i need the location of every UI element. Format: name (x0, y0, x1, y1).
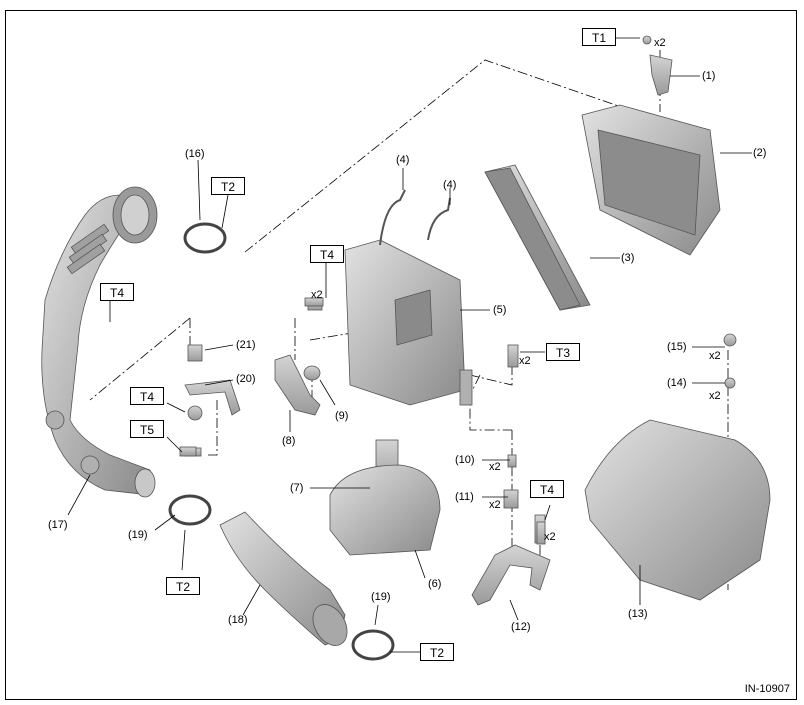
callout-18: (18) (228, 614, 248, 626)
callout-6: (6) (428, 578, 442, 590)
sensor-1 (642, 35, 673, 96)
diagram-code: IN-10907 (744, 683, 790, 695)
bracket-8-9 (274, 299, 323, 416)
air-duct-17 (41, 186, 158, 498)
torque-box-t4-left-lower: T4 (130, 387, 164, 405)
callout-11: (11) (455, 491, 474, 503)
qty-14: x2 (709, 390, 721, 402)
bolt-t4-top (179, 297, 546, 545)
torque-box-t5: T5 (130, 420, 164, 438)
fasteners-14-15 (723, 333, 737, 389)
torque-box-t2-bottom: T2 (420, 643, 454, 661)
callout-4a: (4) (396, 154, 410, 166)
callout-17: (17) (48, 519, 68, 531)
callout-9: (9) (335, 410, 349, 422)
hose-clamps (168, 222, 395, 661)
callout-19b: (19) (371, 591, 391, 603)
air-cleaner-case-5 (344, 239, 473, 406)
callout-8: (8) (282, 435, 296, 447)
callout-5: (5) (493, 304, 507, 316)
air-cleaner-cover-2 (581, 104, 721, 256)
leader-lines (67, 37, 752, 653)
callout-20: (20) (236, 373, 256, 385)
air-filter-3 (484, 164, 591, 311)
torque-box-t2-top: T2 (211, 177, 245, 195)
qty-t4-bracket: x2 (544, 531, 556, 543)
qty-15: x2 (709, 350, 721, 362)
callout-7: (7) (290, 482, 304, 494)
resonator-6-7 (329, 439, 441, 556)
callout-12: (12) (511, 621, 531, 633)
callout-13: (13) (628, 608, 648, 620)
bracket-20-21 (184, 344, 241, 457)
undercover-13 (584, 419, 771, 601)
callout-21: (21) (236, 339, 256, 351)
bracket-10-11-12 (471, 344, 551, 606)
qty-1: x2 (654, 37, 666, 49)
callout-1: (1) (702, 70, 716, 82)
qty-11: x2 (489, 499, 501, 511)
qty-t3: x2 (519, 355, 531, 367)
qty-t4-top: x2 (311, 289, 323, 301)
intake-boot-18 (219, 511, 348, 646)
callout-15: (15) (667, 341, 687, 353)
callout-19a: (19) (128, 529, 148, 541)
callout-4b: (4) (443, 179, 457, 191)
torque-box-t4-left-upper: T4 (100, 283, 134, 301)
callout-16: (16) (185, 148, 205, 160)
callout-3: (3) (621, 252, 635, 264)
torque-box-t1: T1 (582, 28, 616, 46)
callout-14: (14) (667, 377, 687, 389)
clips-4 (379, 189, 451, 246)
callout-10: (10) (455, 454, 475, 466)
callout-2: (2) (753, 147, 767, 159)
torque-box-t4-bracket: T4 (530, 480, 564, 498)
torque-box-t2-left: T2 (166, 577, 200, 595)
diagram-frame (5, 10, 797, 700)
torque-box-t4-top: T4 (310, 245, 344, 263)
torque-box-t3: T3 (546, 343, 580, 361)
qty-10: x2 (489, 461, 501, 473)
